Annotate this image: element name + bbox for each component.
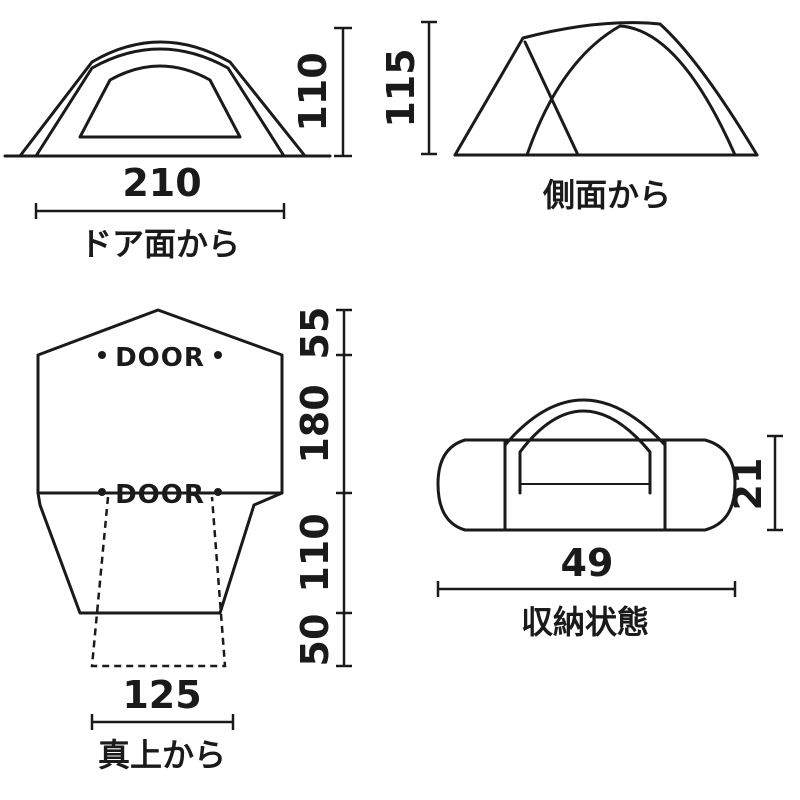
lower-door-label: DOOR: [115, 480, 205, 510]
front-outer-fly: [18, 40, 307, 158]
front-view-caption: ドア面から: [80, 225, 240, 263]
upper-door-marker-right: [214, 351, 222, 359]
upper-door-marker-left: [98, 351, 106, 359]
side-view-caption: 側面から: [542, 176, 671, 214]
bag-height-label: 21: [726, 458, 770, 511]
side-rear-vestibule: [525, 24, 737, 157]
top-outline: [36, 308, 284, 615]
top-segment-1-label: 55: [293, 307, 337, 360]
packed-view-caption: 収納状態: [521, 603, 649, 641]
bag-body: [436, 438, 737, 532]
side-view: 115 側面から: [379, 20, 759, 214]
front-tent-body: [34, 47, 286, 158]
lower-door-marker-right: [214, 488, 222, 496]
top-view-caption: 真上から: [98, 736, 226, 774]
bag-length-label: 49: [561, 541, 614, 585]
top-segment-4-label: 50: [293, 614, 337, 667]
front-door-panel: [78, 64, 242, 139]
side-front-pole: [523, 40, 580, 157]
front-width-label: 210: [122, 161, 201, 205]
top-inner-tent-dashed: [90, 496, 227, 668]
side-outer-fly: [453, 21, 759, 157]
side-height-label: 115: [379, 48, 423, 127]
front-view: 110 210 ドア面から: [3, 26, 352, 263]
packed-view: 21 49 収納状態: [436, 398, 783, 641]
top-width-label: 125: [122, 673, 201, 717]
lower-door-marker-left: [98, 488, 106, 496]
top-view: DOOR DOOR 55 180 110 50 125 真上から: [36, 307, 352, 774]
bag-handle-outer: [503, 398, 667, 495]
top-segment-2-label: 180: [293, 384, 337, 463]
upper-door-label: DOOR: [115, 343, 205, 373]
front-height-label: 110: [291, 52, 335, 131]
bag-handle-inner: [518, 409, 652, 495]
top-segment-3-label: 110: [293, 513, 337, 592]
